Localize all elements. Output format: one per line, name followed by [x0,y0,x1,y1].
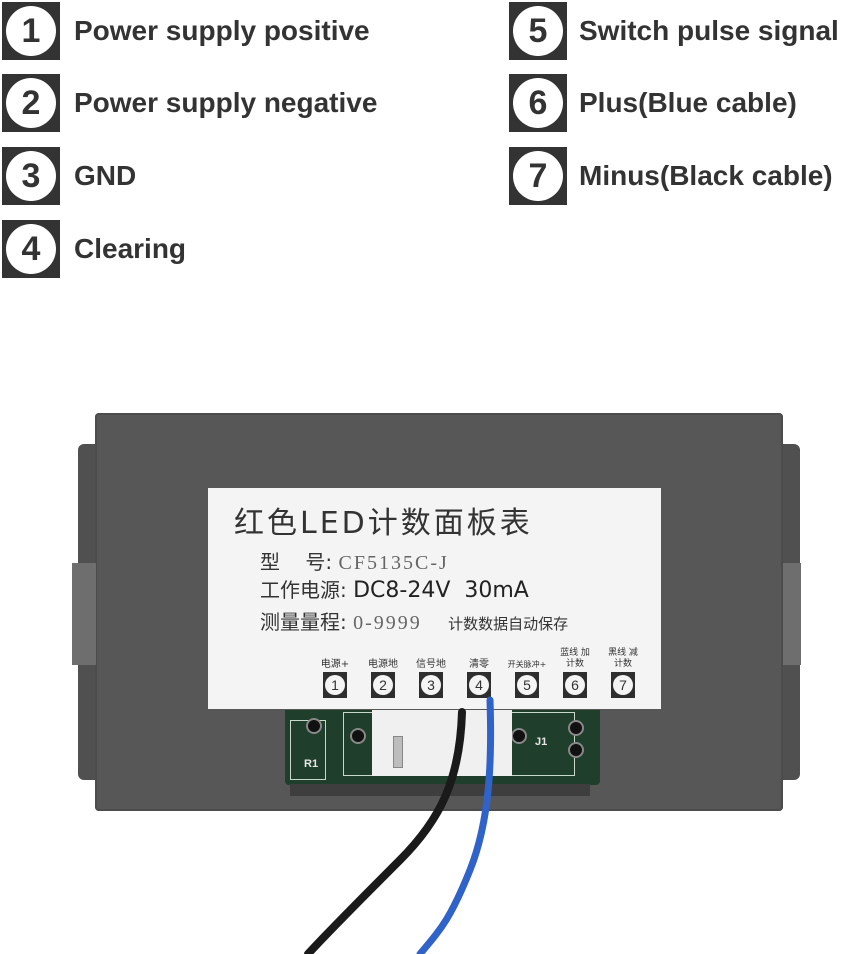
number-badge: 5 [509,2,567,60]
mounting-clip-right [783,563,801,665]
terminal-pin: 2 [371,672,395,698]
legend-label: Minus(Black cable) [579,160,833,191]
label-title: 红色LED计数面板表 [234,506,533,541]
pcb-hole [511,728,527,744]
number-badge: 1 [2,2,60,60]
blue-cable [416,696,495,954]
power-value: DC8-24V 30mA [353,578,529,603]
number-badge: 7 [509,147,567,205]
power-line: 工作电源: DC8-24V 30mA [260,574,529,603]
power-key: 工作电源: [260,578,347,602]
terminal-1: 电源+1 [320,638,350,698]
legend-item-7: 7 Minus(Black cable) [509,147,833,205]
number-badge: 6 [509,74,567,132]
black-cable [304,708,466,954]
legend-item-2: 2 Power supply negative [2,74,377,132]
model-key: 型 号: [260,550,333,574]
pcb-hole [306,718,322,734]
model-line: 型 号: CF5135C-J [260,546,449,575]
legend-label: Switch pulse signal [579,15,839,46]
terminal-pin: 3 [419,672,443,698]
legend-label: GND [74,160,137,191]
connector-pin [393,736,403,768]
terminal-5: 开关脉冲+5 [508,638,546,698]
bottom-rail [290,784,590,796]
legend-label: Clearing [74,233,187,264]
terminal-pin: 4 [467,672,491,698]
legend-label: Plus(Blue cable) [579,87,797,118]
legend-label: Power supply positive [74,15,370,46]
terminal-pin: 6 [563,672,587,698]
terminal-pin: 1 [323,672,347,698]
pcb-hole [568,720,584,736]
terminal-pin: 5 [515,672,539,698]
terminal-pin: 7 [611,672,635,698]
pcb-label-j1: J1 [535,736,548,748]
range-line: 测量量程: 0-9999 计数数据自动保存 [260,606,568,635]
legend-item-5: 5 Switch pulse signal [509,2,839,60]
number-badge: 3 [2,147,60,205]
pcb-hole [568,742,584,758]
range-value: 0-9999 [353,612,422,634]
range-key: 测量量程: [260,610,347,634]
pcb-label-r1: R1 [304,758,319,770]
legend-item-1: 1 Power supply positive [2,2,370,60]
number-badge: 2 [2,74,60,132]
legend-item-6: 6 Plus(Blue cable) [509,74,797,132]
range-note: 计数数据自动保存 [448,615,569,633]
number-badge: 4 [2,220,60,278]
mounting-clip-left [72,563,96,665]
legend-item-3: 3 GND [2,147,136,205]
pcb-hole [350,728,366,744]
model-value: CF5135C-J [338,552,449,574]
device-label-sticker: 红色LED计数面板表 型 号: CF5135C-J 工作电源: DC8-24V … [208,488,661,709]
legend-label: Power supply negative [74,87,378,118]
legend-item-4: 4 Clearing [2,220,186,278]
